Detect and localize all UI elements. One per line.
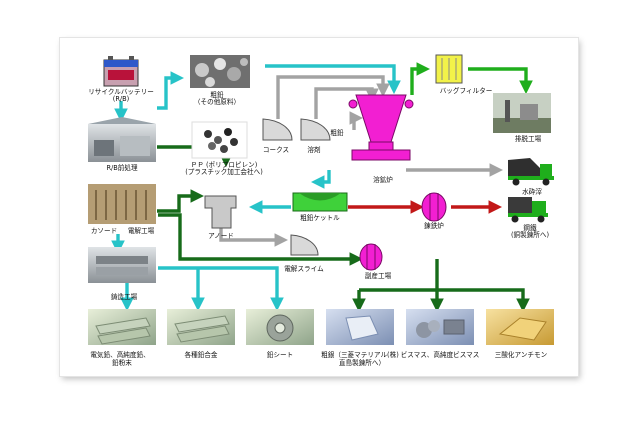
slag-label: 水砕滓 — [522, 187, 542, 196]
product-4b-label: 直島製錬所へ） — [339, 358, 385, 367]
crude-lead-scrap-image — [190, 55, 250, 88]
product-3-label: 鉛シート — [267, 350, 293, 359]
anode-label: アノード — [208, 232, 234, 240]
exhaust-label: 排脱工場 — [515, 134, 542, 143]
casting-plant-image — [88, 247, 156, 283]
slime-label: 電解スライム — [284, 264, 324, 273]
darkgreen-flow-arrows — [157, 145, 530, 313]
crude-lead-kettle-icon — [292, 192, 348, 212]
product-lead-alloy-image — [167, 309, 235, 345]
electrolysis-label: 電解工場 — [128, 226, 155, 235]
coke-hopper-icon — [262, 118, 293, 141]
crude-zinc-label: 粗鉛 — [210, 90, 224, 99]
product-crude-silver-image — [326, 309, 394, 345]
product-2-label: 各種鉛合金 — [185, 350, 218, 359]
matte-truck-icon — [508, 197, 548, 223]
product-1-label: 電気鉛、高純度鉛、 — [90, 350, 149, 359]
other-raw-label: （その他原料） — [194, 97, 240, 106]
slag-truck-icon — [508, 158, 554, 186]
casting-label: 鋳造工場 — [111, 292, 138, 301]
refining-furnace-icon — [421, 192, 447, 222]
product-6-label: 三酸化アンチモン — [495, 350, 548, 359]
product-5-label: ビスマス、高純度ビスマス — [401, 350, 480, 359]
byproduct-plant-label: 副産工場 — [365, 271, 392, 280]
pp-label: ＰＰ (ポリプロピレン) — [191, 161, 258, 169]
product-1b-label: 鉛粉末 — [112, 358, 132, 367]
product-antimony-trioxide-image — [486, 309, 554, 345]
smelter-label: 溶鉱炉 — [373, 175, 393, 184]
recycle-battery-label: リサイクルバッテリー — [88, 88, 154, 96]
cathode-label: カソード — [91, 227, 117, 235]
anode-icon — [204, 195, 237, 229]
coke-label: コークス — [263, 146, 289, 154]
recycle-battery-abbr: (R/B) — [113, 95, 129, 103]
product-bismuth-image — [406, 309, 474, 345]
matte-label: 鋼鐵 — [523, 223, 537, 232]
slime-hopper-icon — [290, 234, 319, 256]
exhaust-plant-image — [493, 93, 551, 133]
product-electric-lead-image — [88, 309, 156, 345]
bag-filter-label: バッグフィルター — [440, 86, 493, 95]
crude-lead-label: 粗鉛 — [330, 128, 344, 137]
bag-filter-icon — [435, 54, 463, 84]
product-lead-sheet-image — [246, 309, 314, 345]
crude-kettle-label: 粗鉛ケットル — [300, 213, 340, 222]
flux-hopper-icon — [300, 118, 331, 141]
recycle-battery-icon — [103, 56, 139, 87]
byproduct-plant-icon — [359, 243, 383, 271]
smelting-furnace-icon — [348, 94, 414, 161]
rb-pretreatment-image — [88, 117, 156, 162]
refine-furnace-label: 錬鉄炉 — [424, 221, 444, 230]
flux-label: 溶剤 — [307, 145, 321, 154]
cathode-image — [88, 184, 156, 224]
rb-pretreat-label: R/B前処理 — [106, 163, 138, 172]
green-flow-arrows — [410, 62, 533, 95]
gray-flow-arrows — [219, 75, 504, 247]
pp-pellets-image — [191, 121, 248, 159]
product-4-label: 粗銀（三菱マテリアル(株) — [321, 350, 399, 359]
pp-note-label: (プラスチック加工会社へ) — [185, 167, 263, 176]
matte-note-label: (銅製錬所へ) — [511, 230, 549, 239]
